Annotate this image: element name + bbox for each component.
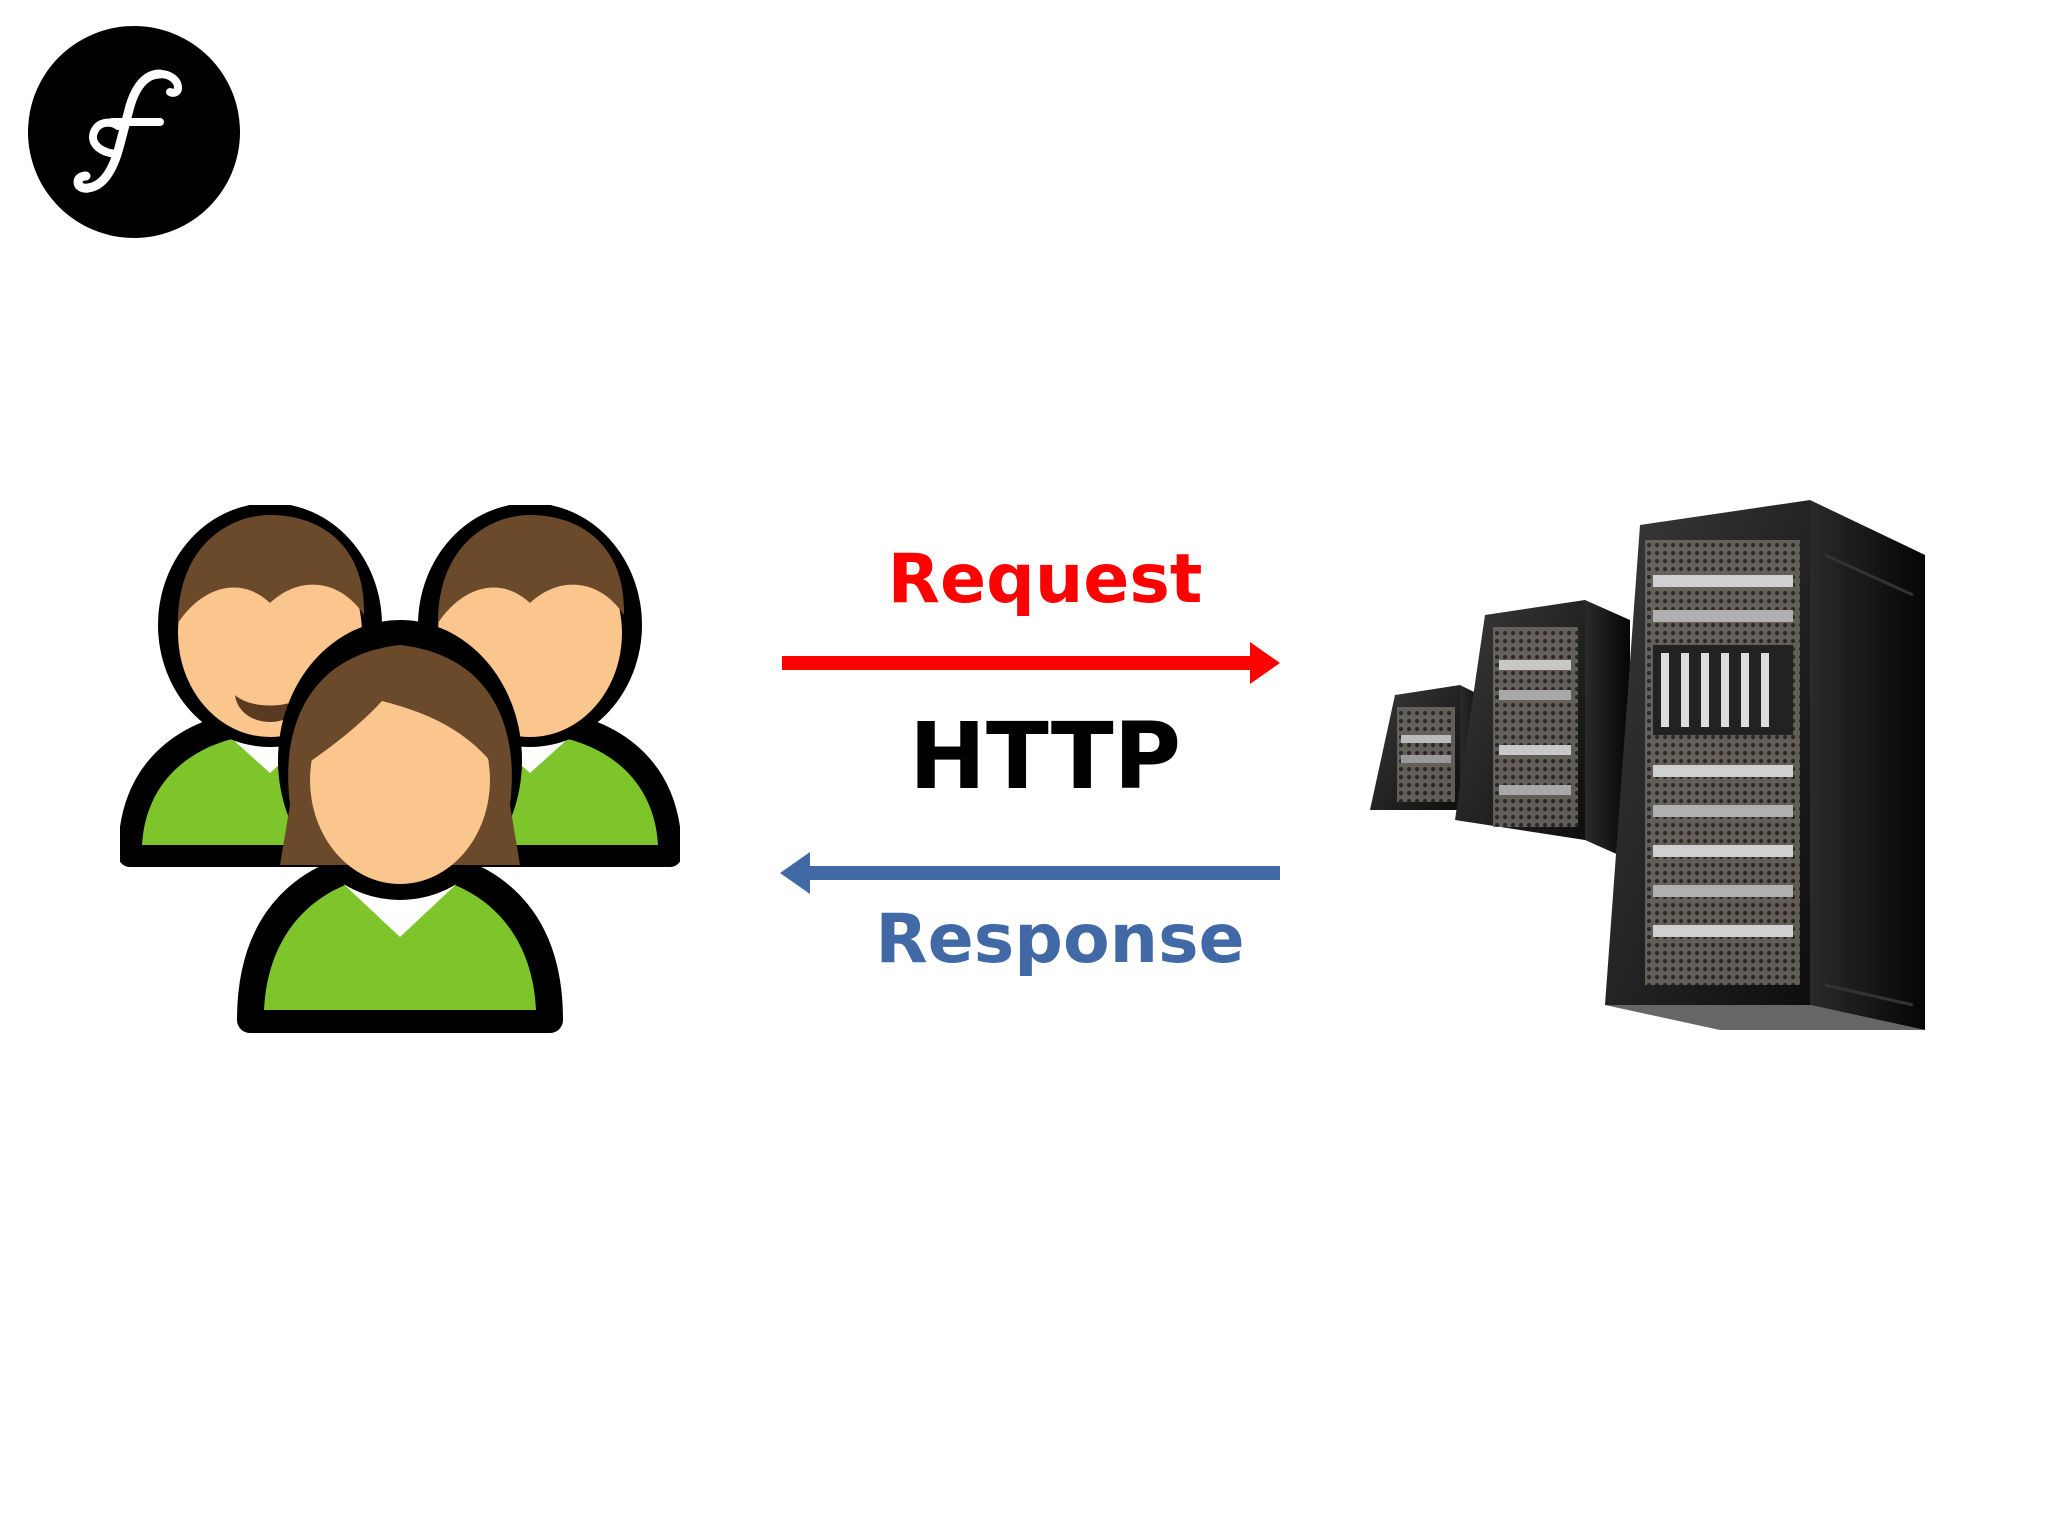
- response-arrow: [780, 852, 1280, 894]
- response-label: Response: [875, 900, 1245, 979]
- server-large-icon: [1605, 500, 1925, 1030]
- arrows: [780, 642, 1280, 894]
- http-label: HTTP: [908, 703, 1182, 810]
- users-group-icon: [120, 505, 680, 1033]
- request-arrow: [782, 642, 1280, 684]
- server-medium-icon: [1455, 600, 1630, 860]
- server-rack-icon: [1370, 500, 1925, 1030]
- symfony-logo-icon: [28, 26, 240, 238]
- user-woman-front-icon: [237, 620, 563, 1033]
- request-label: Request: [887, 540, 1203, 619]
